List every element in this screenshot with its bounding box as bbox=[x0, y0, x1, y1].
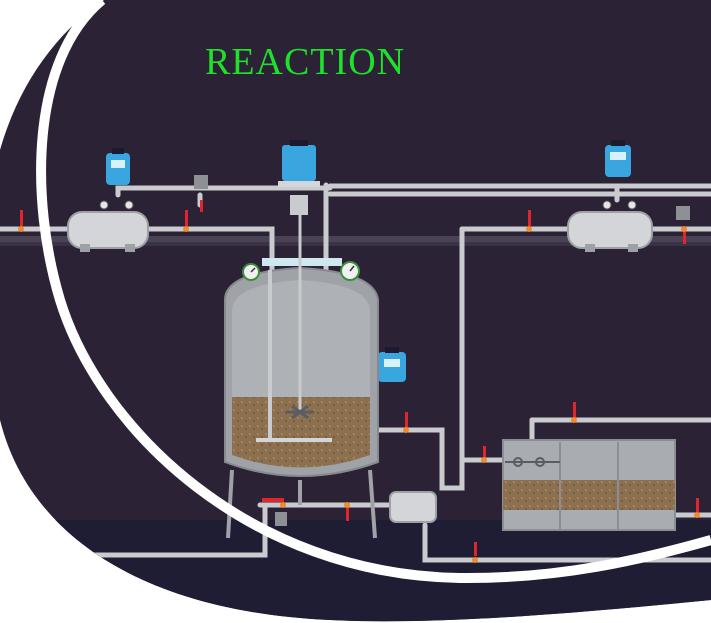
page-title: REACTION bbox=[205, 41, 406, 83]
receiver-tank bbox=[389, 491, 437, 523]
flow-meter-icon bbox=[605, 140, 631, 177]
transmitter-icon bbox=[194, 175, 208, 189]
motor-icon bbox=[278, 140, 320, 215]
reactor-tank bbox=[224, 215, 379, 539]
blower-left bbox=[67, 200, 149, 252]
transmitter-icon bbox=[676, 206, 690, 220]
flow-meter-icon bbox=[378, 347, 406, 382]
pressure-gauge-icon bbox=[340, 261, 360, 281]
flow-meter-icon bbox=[106, 148, 130, 185]
valve-icon bbox=[18, 200, 700, 563]
transmitter-icon bbox=[275, 512, 287, 526]
decorative-ring bbox=[36, 0, 711, 584]
settling-basin bbox=[502, 439, 676, 531]
pressure-gauge-icon bbox=[242, 263, 260, 281]
agitator-icon bbox=[286, 404, 314, 420]
blower-right bbox=[567, 200, 653, 252]
